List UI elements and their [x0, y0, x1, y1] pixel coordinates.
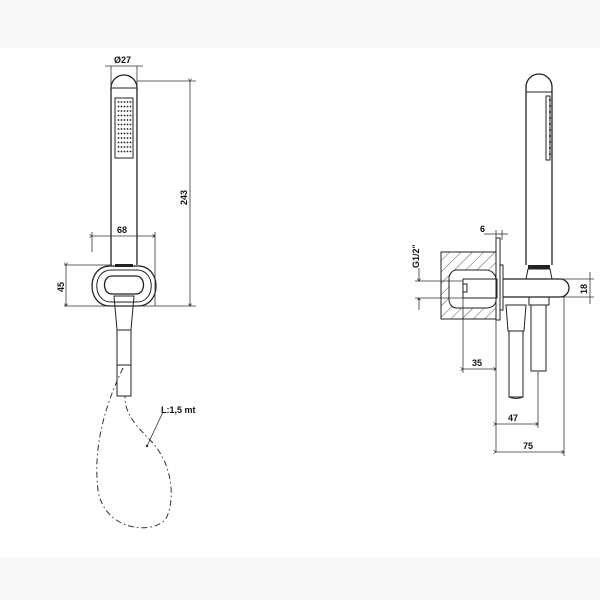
dimension-wall-depth: 35	[463, 298, 496, 452]
dimension-flange-thickness: 6	[480, 224, 508, 240]
diameter-label: Ø27	[114, 55, 131, 65]
hose-offset-label: 47	[508, 413, 518, 423]
dimension-thread: G1/2"	[411, 244, 463, 310]
wall-depth-label: 35	[472, 358, 482, 368]
hose-connector-side	[505, 304, 547, 399]
hose-length-label: L:1,5 mt	[161, 405, 196, 415]
hand-shower-front	[110, 74, 138, 267]
spray-nozzles-side	[549, 99, 551, 155]
thread-label: G1/2"	[411, 244, 421, 268]
dimension-total-projection: 75	[496, 297, 564, 456]
outlet-height-label: 18	[579, 284, 589, 294]
spray-nozzles	[117, 101, 132, 153]
total-projection-label: 75	[523, 441, 533, 451]
hose-connector-front	[116, 329, 132, 397]
front-view: L:1,5 mt Ø27 243 68 45	[56, 55, 196, 529]
top-margin-band	[0, 0, 600, 48]
hand-shower-side	[525, 73, 553, 306]
flange-thickness-label: 6	[480, 224, 485, 234]
side-view: G1/2" 6 18 35 47	[411, 73, 594, 456]
dimension-bracket-height: 45	[56, 265, 112, 306]
bottom-margin-band	[0, 557, 600, 600]
dimension-outlet-height: 18	[560, 272, 594, 304]
outlet-arm	[503, 278, 570, 298]
dimension-height: 243	[100, 81, 196, 306]
dimension-diameter: Ø27	[105, 55, 143, 88]
bracket-height-label: 45	[56, 282, 66, 292]
height-label: 243	[179, 190, 189, 205]
wall-section	[440, 251, 498, 320]
dimension-hose-offset: 47	[496, 372, 538, 428]
bracket-width-label: 68	[117, 225, 127, 235]
wall-bracket-front	[91, 265, 157, 331]
hose-loop	[96, 367, 172, 529]
hose-length-callout: L:1,5 mt	[145, 405, 196, 448]
wall-flange	[495, 237, 504, 321]
dimension-bracket-width: 68	[92, 225, 155, 306]
